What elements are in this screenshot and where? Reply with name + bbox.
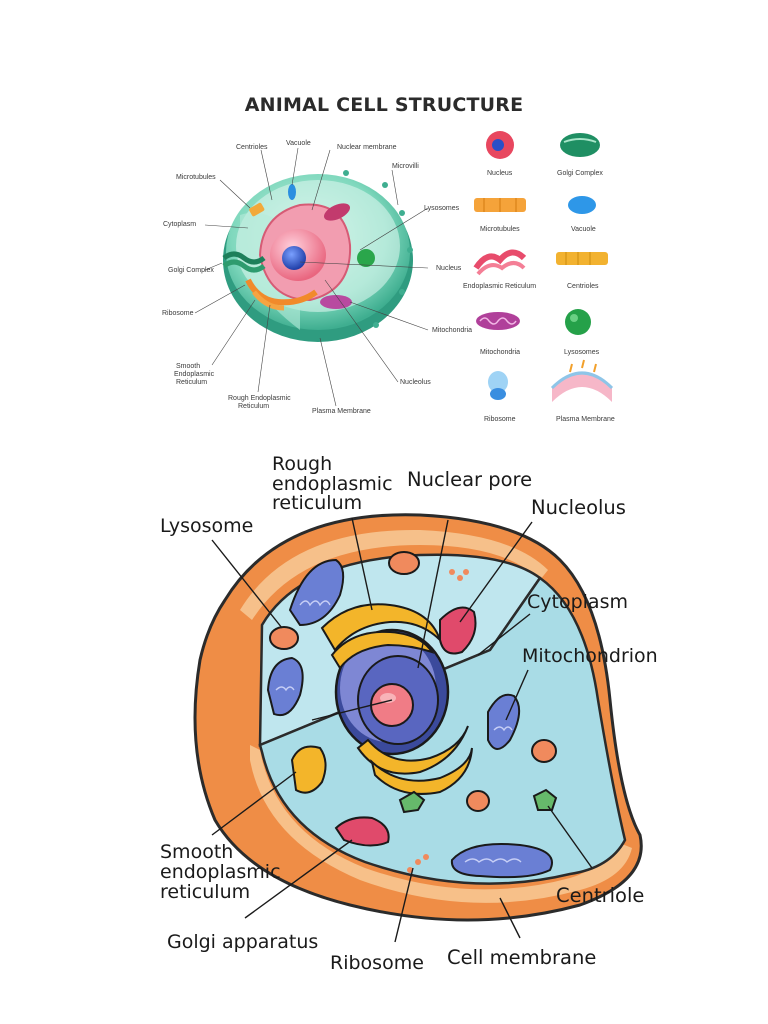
label-centriole: Centriole [556, 884, 644, 907]
legend-label-nucleus: Nucleus [487, 170, 513, 177]
legend-nucleus-icon [486, 131, 514, 159]
legend-label-golgi: Golgi Complex [557, 170, 603, 177]
label-centrioles: Centrioles [236, 144, 268, 151]
label-smooth-er-3: reticulum [160, 881, 250, 903]
label-smooth-er-1: Smooth [160, 841, 233, 863]
label-rough-er-1: Rough Endoplasmic [228, 395, 291, 402]
bottom-smooth-er [290, 745, 327, 794]
bottom-leader-lines [211, 517, 593, 943]
label-nuclear-pore: Nuclear pore [407, 468, 532, 491]
label-cell-membrane: Cell membrane [447, 946, 596, 969]
top-lysosome [357, 249, 375, 267]
top-golgi [222, 251, 266, 273]
top-leader-lines [194, 147, 429, 407]
bottom-mitochondria [266, 558, 553, 879]
label-golgi-apparatus: Golgi apparatus [167, 931, 318, 953]
label-golgi-complex: Golgi Complex [168, 267, 214, 274]
top-rough-er [245, 278, 318, 311]
label-plasma-membrane: Plasma Membrane [312, 408, 371, 415]
label-nucleolus: Nucleolus [531, 496, 626, 519]
label-ribosome: Ribosome [162, 310, 194, 317]
top-title: ANIMAL CELL STRUCTURE [244, 94, 524, 116]
legend-centrioles-icon [556, 252, 608, 265]
label-rough-er-1: Rough [272, 453, 332, 475]
legend-label-centrioles: Centrioles [567, 283, 599, 290]
label-microtubules: Microtubules [176, 174, 216, 181]
top-nucleus [258, 203, 352, 302]
bottom-golgi [334, 606, 477, 847]
legend-mitochondria-icon [476, 312, 520, 330]
label-lysosome: Lysosome [160, 515, 253, 537]
label-mitochondrion: Mitochondrion [522, 645, 658, 667]
label-ribosome: Ribosome [330, 952, 424, 974]
label-rough-er-3: reticulum [272, 492, 362, 514]
label-smooth-er-1: Smooth [176, 363, 200, 370]
label-mitochondria: Mitochondria [432, 327, 472, 334]
legend-label-microtubules: Microtubules [480, 226, 520, 233]
label-rough-er-2: Reticulum [238, 403, 269, 410]
label-nucleolus: Nucleolus [400, 379, 431, 386]
legend-er-icon [473, 249, 527, 276]
label-cytoplasm: Cytoplasm [163, 221, 196, 228]
legend-label-plasma-membrane: Plasma Membrane [556, 416, 615, 423]
top-diagram: Centrioles Vacuole Nuclear membrane Micr… [162, 131, 615, 423]
legend-microtubules-icon [474, 198, 526, 212]
label-microvilli: Microvilli [392, 163, 419, 170]
label-smooth-er-2: Endoplasmic [174, 371, 215, 378]
bottom-centrioles [398, 788, 558, 814]
label-nuclear-membrane: Nuclear membrane [337, 144, 397, 151]
top-microtubules [249, 202, 265, 217]
label-smooth-er-3: Reticulum [176, 379, 207, 386]
legend-golgi-icon [560, 133, 600, 157]
bottom-lysosomes [269, 551, 557, 812]
legend-label-ribosome: Ribosome [484, 416, 516, 423]
top-vacuole [288, 184, 296, 200]
bottom-diagram: Rough endoplasmic reticulum Nuclear pore… [160, 453, 658, 974]
legend-label-er: Endoplasmic Reticulum [463, 283, 536, 290]
label-lysosomes: Lysosomes [424, 205, 460, 212]
legend-label-lysosomes: Lysosomes [564, 349, 600, 356]
label-nucleus: Nucleus [436, 265, 462, 272]
legend-label-vacuole: Vacuole [571, 226, 596, 233]
legend-vacuole-icon [568, 196, 596, 214]
label-rough-er-2: endoplasmic [272, 473, 393, 495]
legend-plasma-membrane-icon [550, 359, 614, 402]
top-mitochondria [320, 203, 352, 309]
label-smooth-er-2: endoplasmic [160, 861, 281, 883]
legend-ribosome-icon [488, 371, 508, 400]
legend-label-mitochondria: Mitochondria [480, 349, 520, 356]
label-cytoplasm: Cytoplasm [527, 591, 628, 613]
legend [473, 131, 614, 402]
label-vacuole: Vacuole [286, 140, 311, 147]
bottom-nucleus [334, 628, 450, 756]
legend-lysosomes-icon [565, 309, 591, 335]
